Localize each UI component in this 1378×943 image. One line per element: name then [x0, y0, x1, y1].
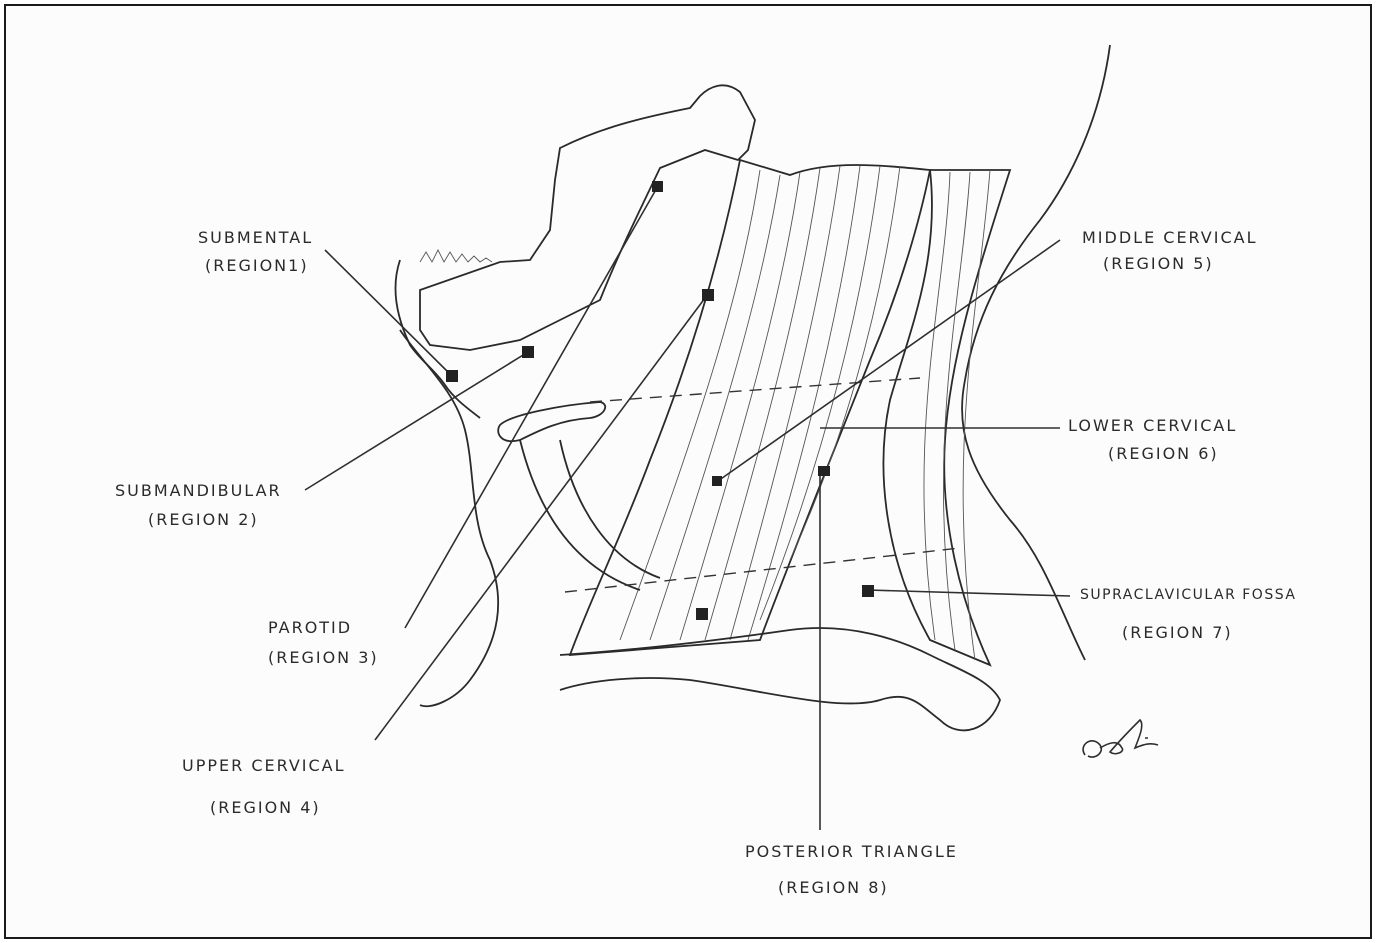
label-region5: (REGION 5) — [1103, 254, 1214, 273]
label-region4: (REGION 4) — [210, 798, 321, 817]
label-region6: (REGION 6) — [1108, 444, 1219, 463]
marker-region1 — [446, 370, 458, 382]
clavicle — [560, 628, 1000, 730]
marker-region8 — [818, 466, 830, 476]
label-upper-cervical: UPPER CERVICAL — [182, 756, 346, 775]
leader-region7 — [868, 590, 1070, 596]
label-middle-cervical: MIDDLE CERVICAL — [1082, 228, 1258, 247]
marker-region6 — [696, 608, 708, 620]
label-parotid: PAROTID — [268, 618, 352, 637]
marker-region7 — [862, 585, 874, 597]
label-submental: SUBMENTAL — [198, 228, 313, 247]
trapezius-fibers — [924, 170, 990, 660]
label-region7: (REGION 7) — [1122, 623, 1233, 642]
label-supraclavicular-fossa: SUPRACLAVICULAR FOSSA — [1080, 587, 1296, 603]
marker-region5 — [712, 476, 722, 486]
teeth — [420, 250, 492, 262]
label-region8: (REGION 8) — [778, 878, 889, 897]
front-neck-contour — [400, 330, 498, 706]
lower-boundary — [565, 548, 960, 592]
label-region2: (REGION 2) — [148, 510, 259, 529]
leader-region3 — [405, 186, 658, 628]
signature — [1083, 720, 1158, 757]
label-lower-cervical: LOWER CERVICAL — [1068, 416, 1237, 435]
back-neck-contour — [962, 45, 1110, 660]
leader-region1 — [325, 250, 452, 376]
label-region1: (REGION1) — [205, 256, 309, 275]
hyoid-bone — [498, 402, 605, 441]
scm-fibers — [620, 166, 900, 640]
marker-region4 — [702, 289, 714, 301]
leader-region2 — [305, 352, 528, 490]
label-submandibular: SUBMANDIBULAR — [115, 481, 282, 500]
leader-region5 — [718, 240, 1060, 481]
strap-muscle — [520, 440, 640, 590]
label-posterior-triangle: POSTERIOR TRIANGLE — [745, 842, 958, 861]
label-region3: (REGION 3) — [268, 648, 379, 667]
marker-region3 — [652, 181, 663, 192]
marker-region2 — [522, 346, 534, 358]
